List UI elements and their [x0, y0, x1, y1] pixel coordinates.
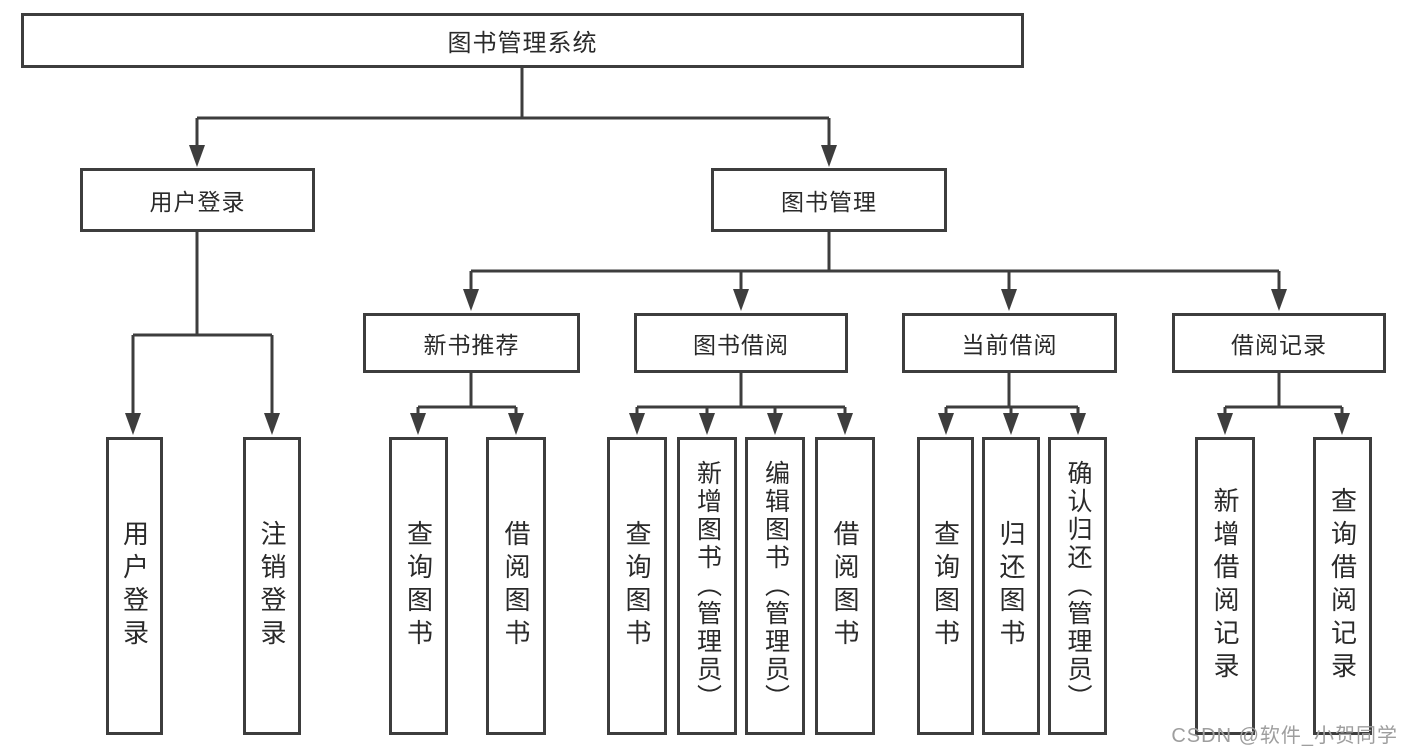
csdn-watermark: CSDN @软件_小贺同学 — [1171, 725, 1398, 747]
node-label: 借阅记录 — [1231, 332, 1327, 358]
arrowhead-icons — [125, 145, 1350, 435]
node-label: 当前借阅 — [961, 332, 1058, 358]
leaf-borrow-borrow-book: 借阅图书 — [815, 437, 875, 735]
leaf-user-login: 用户登录 — [106, 437, 163, 735]
node-current-borrow: 当前借阅 — [902, 313, 1117, 373]
leaf-label: 编辑图书（管理员） — [761, 460, 790, 712]
leaf-current-confirm-return-admin: 确认归还（管理员） — [1048, 437, 1107, 735]
node-borrow-records: 借阅记录 — [1172, 313, 1386, 373]
leaf-recommend-borrow-book: 借阅图书 — [486, 437, 546, 735]
leaf-label: 新增图书（管理员） — [693, 460, 722, 712]
leaf-current-return-book: 归还图书 — [982, 437, 1040, 735]
leaf-label: 用户登录 — [119, 520, 150, 652]
node-label: 图书管理系统 — [447, 30, 598, 57]
leaf-logout-login: 注销登录 — [243, 437, 301, 735]
node-book-management: 图书管理 — [711, 168, 947, 232]
leaf-label: 归还图书 — [996, 520, 1026, 652]
leaf-label: 查询借阅记录 — [1327, 487, 1358, 685]
leaf-recommend-query-book: 查询图书 — [389, 437, 448, 735]
leaf-label: 查询图书 — [403, 520, 434, 652]
node-label: 图书管理 — [781, 189, 877, 215]
leaf-label: 查询图书 — [930, 520, 961, 652]
leaf-current-query-book: 查询图书 — [917, 437, 974, 735]
leaf-borrow-edit-book-admin: 编辑图书（管理员） — [745, 437, 805, 735]
node-label: 图书借阅 — [693, 332, 789, 358]
node-label: 用户登录 — [149, 189, 246, 215]
leaf-label: 借阅图书 — [501, 520, 531, 652]
leaf-label: 借阅图书 — [830, 520, 860, 652]
node-book-management-system: 图书管理系统 — [21, 13, 1024, 68]
leaf-label: 查询图书 — [622, 520, 652, 652]
node-label: 新书推荐 — [423, 332, 520, 358]
leaf-records-query-record: 查询借阅记录 — [1313, 437, 1372, 735]
leaf-label: 新增借阅记录 — [1210, 487, 1240, 685]
leaf-label: 注销登录 — [257, 520, 287, 652]
node-book-borrow: 图书借阅 — [634, 313, 848, 373]
leaf-records-add-record: 新增借阅记录 — [1195, 437, 1255, 735]
leaf-borrow-add-book-admin: 新增图书（管理员） — [677, 437, 737, 735]
node-new-book-recommend: 新书推荐 — [363, 313, 580, 373]
leaf-label: 确认归还（管理员） — [1064, 460, 1092, 712]
node-user-login: 用户登录 — [80, 168, 315, 232]
leaf-borrow-query-book: 查询图书 — [607, 437, 667, 735]
